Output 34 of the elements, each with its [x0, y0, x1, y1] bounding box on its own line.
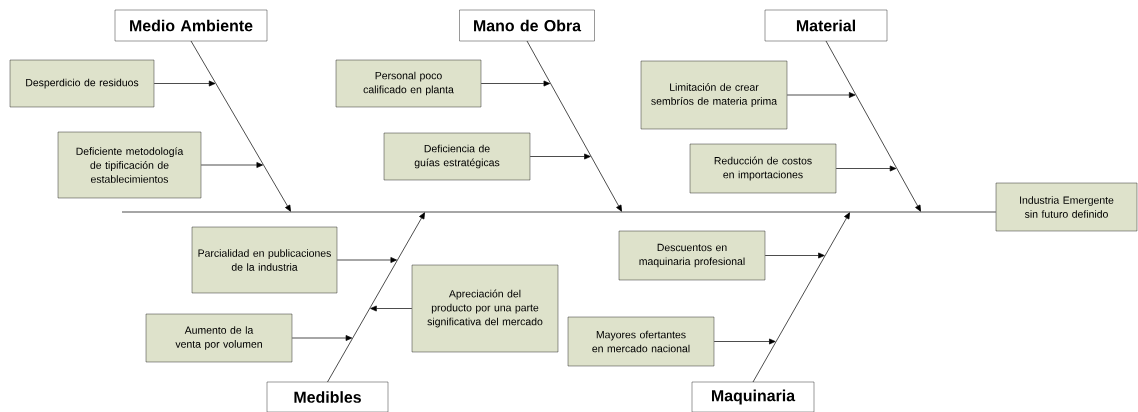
- bone-arrow: [752, 212, 850, 383]
- effect-box: Industria Emergente sin futuro definido: [995, 182, 1138, 232]
- category-box: Maquinaria: [691, 381, 815, 412]
- cause-box: Parcialidad en publicaciones de la industria: [191, 226, 338, 294]
- cause-box: Mayores ofertantes en mercado nacional: [567, 316, 715, 367]
- cause-box: Descuentos en maquinaria profesional: [618, 230, 766, 281]
- cause-arrow: [786, 92, 856, 98]
- bone-arrow: [190, 40, 291, 212]
- spine-line: [121, 211, 997, 213]
- cause-box: Deficiente metodología de tipificación de establecimientos: [57, 131, 202, 199]
- bone-arrow: [526, 40, 622, 212]
- cause-box: Personal poco calificado en planta: [335, 59, 482, 108]
- cause-arrow: [200, 162, 263, 168]
- cause-arrow: [835, 165, 897, 172]
- cause-arrow: [480, 80, 551, 87]
- cause-arrow: [153, 80, 216, 87]
- cause-arrow: [713, 338, 776, 345]
- cause-arrow: [291, 335, 353, 341]
- category-box: Medio Ambiente: [114, 9, 268, 42]
- cause-box: Deficiencia de guías estratégicas: [383, 132, 531, 181]
- bone-arrow: [825, 40, 921, 212]
- cause-box: Limitación de crear sembríos de materia prima: [640, 60, 788, 130]
- cause-arrow: [529, 153, 591, 160]
- category-box: Medibles: [266, 381, 389, 412]
- category-box: Material: [764, 9, 888, 42]
- cause-box: Desperdicio de residuos: [9, 59, 155, 108]
- cause-arrow: [370, 305, 413, 312]
- cause-arrow: [336, 257, 397, 263]
- cause-arrow: [764, 252, 825, 259]
- bone-arrow: [327, 212, 425, 383]
- cause-box: Apreciación del producto por una parte significativa del mercado: [411, 264, 559, 353]
- cause-box: Reducción de costos en importaciones: [689, 143, 837, 194]
- cause-box: Aumento de la venta por volumen: [145, 313, 293, 363]
- category-box: Mano de Obra: [459, 9, 595, 42]
